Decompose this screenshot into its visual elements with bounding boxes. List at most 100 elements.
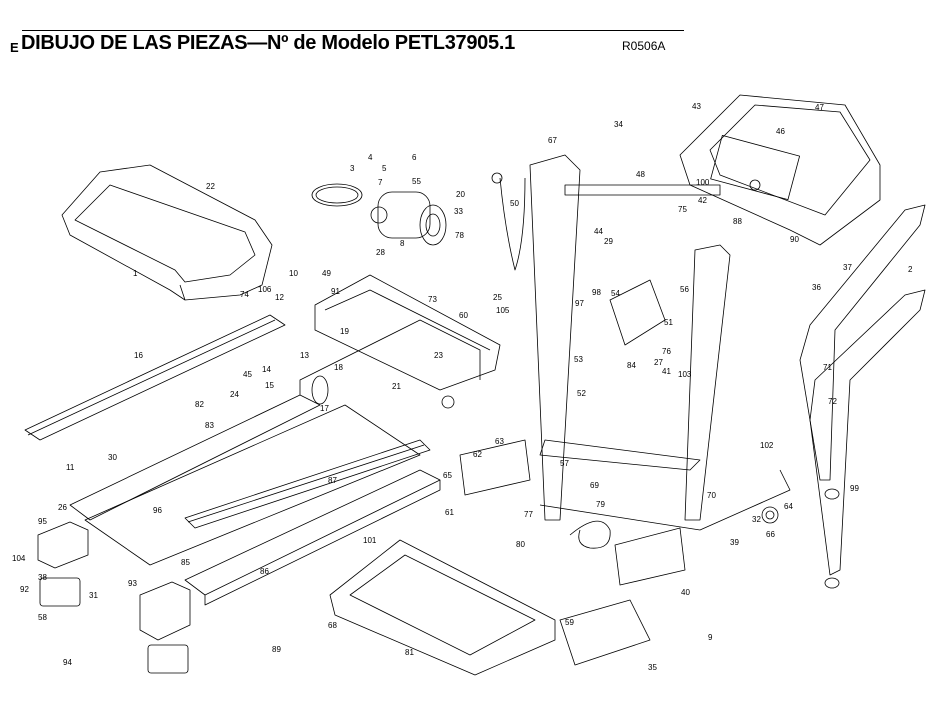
part-label: 77 [524,510,533,519]
right-endcap [139,581,191,641]
part-label: 62 [473,450,482,459]
part-label: 74 [240,290,249,299]
part-label: 69 [590,481,599,490]
part-label: 89 [272,645,281,654]
part-label: 39 [730,538,739,547]
leveling-foot-lower [824,577,840,589]
part-label: 106 [258,285,272,294]
part-label: 37 [843,263,852,272]
part-label: 54 [611,289,620,298]
part-label: 41 [662,367,671,376]
part-label: 76 [662,347,671,356]
part-label: 14 [262,365,271,374]
motor-shroud [329,539,556,676]
left-endcap [37,521,89,569]
part-label: 56 [680,285,689,294]
console [679,94,881,246]
walking-deck [84,404,421,566]
part-label: 34 [614,120,623,129]
part-label: 66 [766,530,775,539]
diagram-code: R0506A [622,39,666,53]
part-label: 43 [692,102,701,111]
part-label: 52 [577,389,586,398]
part-label: 51 [664,318,673,327]
part-label: 3 [350,164,355,173]
part-label: 2 [908,265,913,274]
part-label: 95 [38,517,47,526]
part-label: 25 [493,293,502,302]
part-label: 94 [63,658,72,667]
part-label: 79 [596,500,605,509]
part-label: 31 [89,591,98,600]
part-label: 101 [363,536,377,545]
part-label: 68 [328,621,337,630]
part-label: 13 [300,351,309,360]
part-label: 96 [153,506,162,515]
part-label: 93 [128,579,137,588]
language-marker: E [10,40,19,55]
part-label: 70 [707,491,716,500]
part-label: 78 [455,231,464,240]
part-label: 53 [574,355,583,364]
power-cord [569,520,611,549]
rear-roller-end [441,395,455,409]
controller-board [559,599,651,666]
part-label: 22 [206,182,215,191]
part-label: 35 [648,663,657,672]
incline-motor [609,279,666,346]
right-handrail [809,289,926,576]
part-label: 8 [400,239,405,248]
foot-pad-left [39,577,81,607]
part-label: 45 [243,370,252,379]
part-label: 65 [443,471,452,480]
part-label: 16 [134,351,143,360]
part-label: 58 [38,613,47,622]
part-label: 24 [230,390,239,399]
part-label: 23 [434,351,443,360]
part-label: 17 [320,404,329,413]
part-label: 64 [784,502,793,511]
part-label: 50 [510,199,519,208]
part-label: 30 [108,453,117,462]
leveling-foot-upper [824,488,840,500]
part-label: 72 [828,397,837,406]
page-title: DIBUJO DE LAS PIEZAS—Nº de Modelo PETL37… [21,32,515,54]
part-label: 4 [368,153,373,162]
foot-pad-right [147,644,189,674]
part-label: 82 [195,400,204,409]
part-label: 55 [412,177,421,186]
safety-key-cord [499,177,526,271]
drive-belt [311,183,363,207]
part-label: 11 [66,463,75,472]
part-label: 85 [181,558,190,567]
header-rule [22,30,684,31]
part-label: 59 [565,618,574,627]
part-label: 91 [331,287,340,296]
part-label: 47 [815,103,824,112]
part-label: 75 [678,205,687,214]
part-label: 1 [133,269,138,278]
part-label: 10 [289,269,298,278]
part-label: 63 [495,437,504,446]
right-base-bracket [614,527,686,586]
drive-motor [370,191,447,246]
part-label: 73 [428,295,437,304]
part-label: 20 [456,190,465,199]
left-handrail [799,204,926,481]
part-label: 29 [604,237,613,246]
part-label: 60 [459,311,468,320]
part-label: 33 [454,207,463,216]
part-label: 32 [752,515,761,524]
part-label: 48 [636,170,645,179]
part-label: 46 [776,127,785,136]
part-label: 83 [205,421,214,430]
part-label: 36 [812,283,821,292]
part-label: 28 [376,248,385,257]
part-label: 98 [592,288,601,297]
right-side-rail [184,439,431,529]
part-label: 103 [678,370,692,379]
part-labels: 1 2 3 4 5 6 7 8 9 10 11 12 13 14 15 16 1… [12,102,913,672]
part-label: 57 [560,459,569,468]
part-label: 67 [548,136,557,145]
front-roller [311,375,329,405]
